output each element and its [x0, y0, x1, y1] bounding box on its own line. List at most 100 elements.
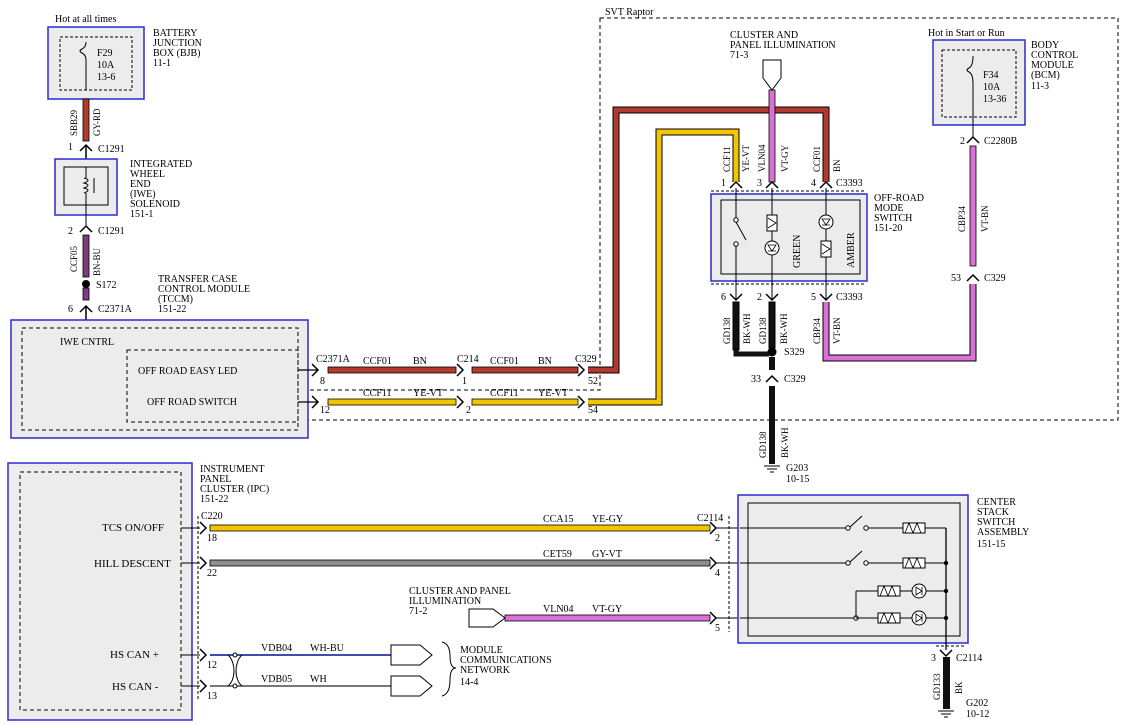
c3393-bot-conn: C3393	[836, 292, 863, 303]
cs-hill-resistor-zigzag	[904, 556, 922, 570]
c2280b-pin: 2	[960, 136, 965, 147]
wire-ccf01-b	[471, 366, 579, 374]
wire-ccf11-b	[471, 398, 579, 406]
c3393-bot-wire2-circuit: GD138	[758, 317, 768, 344]
c220-pin-tcs: 18	[207, 533, 217, 544]
connector-c3393-1-icon	[729, 180, 743, 189]
wire-vdb04-color: WH-BU	[310, 643, 345, 654]
offroad-switch-label-3: SWITCH	[874, 213, 912, 224]
bcm-label-3: MODULE	[1031, 60, 1074, 71]
c329-ground-conn: C329	[784, 374, 806, 385]
wire-ccf11-b-color: YE-VT	[538, 388, 568, 399]
mcn-label-3: NETWORK	[460, 665, 511, 676]
mcn-label-2: COMMUNICATIONS	[460, 655, 552, 666]
bcm-header: Hot in Start or Run	[928, 28, 1005, 39]
wire-ccf01-b-color: BN	[538, 356, 552, 367]
connector-c3393-6-icon	[729, 293, 743, 302]
c3393-top-pin3: 3	[757, 178, 762, 189]
c2114-pin-gnd: 3	[931, 653, 936, 664]
wire-cbp34	[969, 145, 977, 267]
mcn-brace-icon	[441, 641, 457, 697]
cluster-illum-top-label-1: CLUSTER AND	[730, 30, 798, 41]
resistor-green-zigzag	[767, 217, 777, 229]
connector-c214-1-icon	[456, 363, 465, 377]
c3393-bot-pin5: 5	[811, 292, 816, 303]
bjb-fuse-rating: 10A	[97, 60, 115, 71]
green-led-diode	[767, 244, 777, 252]
switch-contact-icon	[733, 217, 739, 223]
c3393-top-pin1: 1	[721, 178, 726, 189]
c1291-top-pin: 1	[68, 142, 73, 153]
bjb-box	[47, 26, 145, 100]
row-ccf11-pin1: 12	[320, 405, 330, 416]
offroad-switch-label-4: 151-20	[874, 223, 902, 234]
solenoid-coil-icon	[82, 167, 89, 225]
connector-c3393-2-icon	[765, 293, 779, 302]
g202-name: G202	[966, 698, 988, 709]
connector-c329-53-icon	[966, 273, 980, 282]
cs-tcs-switch-contact1	[845, 525, 851, 531]
row-ccf01-conn2: C214	[457, 354, 479, 365]
ipc-hscan-plus-label: HS CAN +	[110, 649, 159, 661]
c3393-bot-pin2: 2	[757, 292, 762, 303]
connector-c2280b-icon	[966, 135, 980, 144]
wire-cca15-color: YE-GY	[592, 514, 623, 525]
cs-hill-switch-contact2	[863, 560, 869, 566]
bjb-fuse-area	[59, 36, 133, 91]
cluster-illum-top-label-2: PANEL ILLUMINATION	[730, 40, 836, 51]
connector-c220-22-icon	[199, 556, 208, 570]
offroad-switch-inner	[720, 199, 861, 275]
wire-gd133-circuit: GD133	[932, 673, 942, 700]
c3393-bot-wire1-circuit: GD138	[722, 317, 732, 344]
c220-pin-canm: 13	[207, 691, 217, 702]
tccm-label-4: 151-22	[158, 304, 186, 315]
wire-ccf01-a-color: BN	[413, 356, 427, 367]
bcm-fuse-ref: 13-36	[983, 94, 1006, 105]
cs-led1-icon	[911, 583, 927, 599]
bcm-fuse-area	[941, 49, 1017, 118]
g203-ref: 10-15	[786, 474, 809, 485]
iwe-label-2: WHEEL	[130, 169, 165, 180]
row-ccf11-pin3: 54	[588, 405, 598, 416]
center-stack-label-5: 151-15	[977, 539, 1005, 550]
wire-sbb29-color: GY-RD	[92, 108, 102, 136]
cluster-illum-bot-tag-icon	[468, 608, 506, 628]
wire-ccf01-a	[327, 366, 457, 374]
bjb-label-1: BATTERY	[153, 28, 197, 39]
c3393-bot-wire2-color: BK-WH	[779, 313, 789, 344]
tccm-switch-label: OFF ROAD SWITCH	[147, 397, 237, 408]
c2371a-top-pin: 6	[68, 304, 73, 315]
c3393-bot-wire3-color: VT-BN	[832, 317, 842, 344]
c3393-bot-wire1-color: BK-WH	[742, 313, 752, 344]
twist-node-top	[232, 652, 238, 658]
c329-ground-pin: 33	[751, 374, 761, 385]
cluster-illum-bot-label-3: 71-2	[409, 606, 427, 617]
tccm-label-3: (TCCM)	[158, 294, 193, 305]
wire-sbb29	[82, 98, 90, 142]
wire-gd138-circuit: GD138	[758, 431, 768, 458]
c1291-bot-conn: C1291	[98, 226, 125, 237]
connector-c2371a-8-icon	[311, 363, 320, 377]
c3393-top-wire2-color: VT-GY	[780, 144, 790, 172]
wire-cca15-circuit: CCA15	[543, 514, 574, 525]
c2114-pin-hill: 4	[715, 568, 720, 579]
cs-led2-diode	[915, 613, 923, 623]
c220-pin-canp: 12	[207, 660, 217, 671]
cs-tcs-switch-blade-icon	[849, 515, 863, 528]
svt-raptor-title: SVT Raptor	[605, 7, 654, 18]
wire-ccf01-b-circuit: CCF01	[490, 356, 519, 367]
wire-vln04-bot	[504, 614, 711, 622]
ipc-label-2: PANEL	[200, 474, 231, 485]
connector-c214-2-icon	[456, 395, 465, 409]
ipc-label-3: CLUSTER (IPC)	[200, 484, 269, 495]
green-led-icon	[764, 240, 780, 256]
wire-ccf11-riser	[588, 129, 739, 405]
iwe-label-1: INTEGRATED	[130, 159, 192, 170]
connector-c220-12-icon	[199, 648, 208, 662]
c220-conn: C220	[201, 511, 223, 522]
bjb-label-3: BOX (BJB)	[153, 48, 201, 59]
offroad-switch-label-2: MODE	[874, 203, 903, 214]
center-stack-label-2: STACK	[977, 507, 1010, 518]
c3393-bot-pin6: 6	[721, 292, 726, 303]
